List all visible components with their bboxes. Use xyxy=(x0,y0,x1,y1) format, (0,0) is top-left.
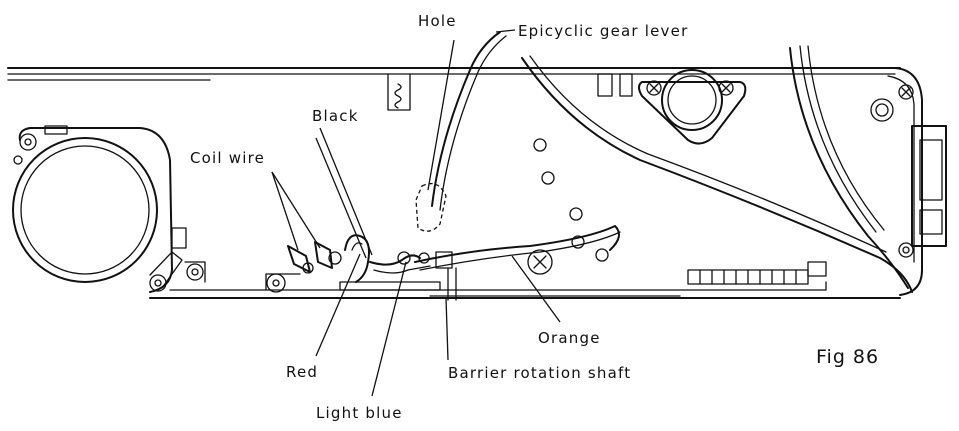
small-block xyxy=(619,73,633,97)
label-barrier-rotation-shaft: Barrier rotation shaft xyxy=(448,364,631,382)
label-coil-wire: Coil wire xyxy=(190,149,265,167)
wire-harness xyxy=(521,45,913,293)
chassis-plate xyxy=(7,67,923,299)
label-light-blue: Light blue xyxy=(316,404,403,422)
epicyclic-gear-lever-edge xyxy=(439,35,507,211)
figure-number: Fig 86 xyxy=(816,346,879,368)
label-orange: Orange xyxy=(538,329,601,347)
right-side-parts xyxy=(870,84,947,258)
label-red: Red xyxy=(286,363,318,381)
gear-rack xyxy=(687,261,827,285)
small-block xyxy=(597,73,613,97)
barrier-rotation-shaft xyxy=(447,267,457,301)
label-epicyclic-gear-lever: Epicyclic gear lever xyxy=(518,22,688,40)
bearing-plate xyxy=(638,69,747,145)
plate-holes xyxy=(527,138,585,275)
hole-outline xyxy=(415,182,447,232)
coil-wire-terminals xyxy=(265,234,453,293)
label-hole: Hole xyxy=(418,12,457,30)
round-coil-housing xyxy=(12,125,206,293)
leader-lines xyxy=(271,29,561,397)
orange-wire xyxy=(414,225,621,271)
label-black: Black xyxy=(312,107,359,125)
epicyclic-gear-lever xyxy=(431,31,501,207)
spring-bracket xyxy=(387,73,411,111)
